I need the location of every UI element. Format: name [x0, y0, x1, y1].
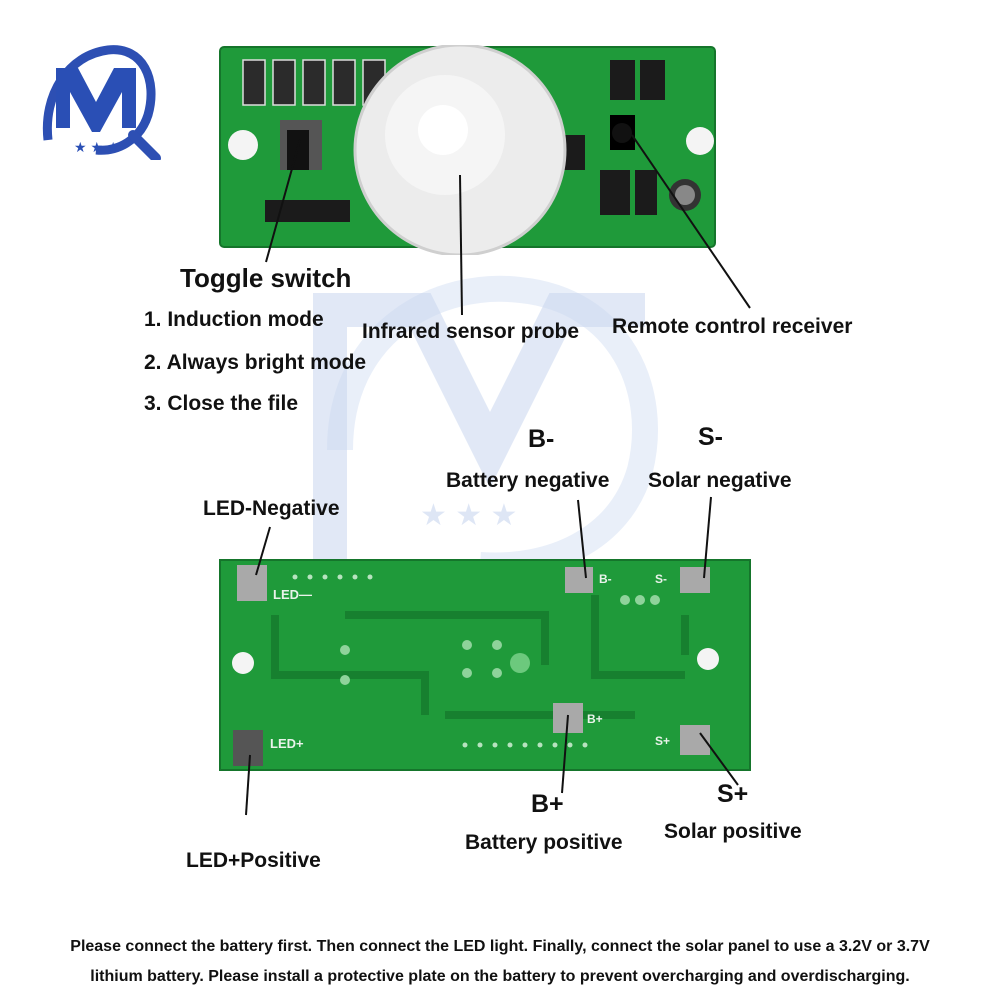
label-solar-negative: Solar negative [648, 469, 792, 492]
pcb-bottom-board: LED— LED+ B- S- B+ S+ [219, 559, 751, 771]
label-infrared-probe: Infrared sensor probe [362, 320, 580, 343]
pad-led-negative [237, 565, 267, 601]
footer-line-2: lithium battery. Please install a protec… [90, 968, 910, 985]
silk-s-minus: S- [655, 572, 667, 586]
svg-text:★ ★ ★: ★ ★ ★ [420, 499, 517, 532]
svg-text:★ ★ ★: ★ ★ ★ [74, 139, 119, 155]
label-led-positive: LED+Positive [186, 849, 321, 872]
pcb-top-board [219, 45, 716, 255]
silk-b-minus: B- [599, 572, 612, 586]
silk-led-plus: LED+ [270, 736, 304, 751]
pad-led-positive [233, 730, 263, 766]
label-solar-positive: Solar positive [664, 820, 802, 843]
watermark-logo: ★ ★ ★ [313, 275, 658, 579]
silk-led-minus: LED— [273, 587, 312, 602]
label-mode-1: 1. Induction mode [144, 308, 324, 331]
label-led-negative: LED-Negative [203, 497, 340, 520]
label-mode-2: 2. Always bright mode [144, 351, 367, 374]
footer-instructions: Please connect the battery first. Then c… [0, 932, 1000, 992]
footer-line-1: Please connect the battery first. Then c… [70, 938, 930, 955]
label-b-plus-code: B+ [531, 790, 564, 818]
pad-battery-negative [565, 567, 593, 593]
brand-logo: ★ ★ ★ [42, 45, 161, 160]
silk-s-plus: S+ [655, 734, 670, 748]
label-b-minus-code: B- [528, 425, 555, 453]
label-battery-negative: Battery negative [446, 469, 610, 492]
label-battery-positive: Battery positive [465, 831, 623, 854]
label-s-minus-code: S- [698, 423, 723, 451]
label-toggle-switch: Toggle switch [180, 263, 352, 293]
label-remote-receiver: Remote control receiver [612, 315, 853, 338]
label-mode-3: 3. Close the file [144, 392, 299, 415]
label-s-plus-code: S+ [717, 780, 749, 808]
silk-b-plus: B+ [587, 712, 603, 726]
